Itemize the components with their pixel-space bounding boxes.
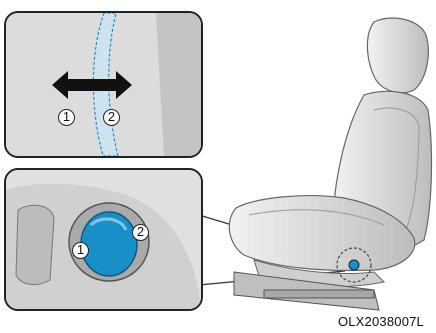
arrow-right-icon <box>92 71 134 104</box>
badge-1: 1 <box>72 242 89 259</box>
highlight-circle <box>336 247 372 283</box>
badge-2: 2 <box>103 109 120 126</box>
seat-side-panel <box>6 170 201 309</box>
lumbar-zoom-top: 1 2 <box>4 11 203 158</box>
lumbar-knob <box>348 259 360 271</box>
badge-1: 1 <box>58 109 75 126</box>
figure-code: OLX2038007L <box>337 314 424 329</box>
lumbar-knob-zoom <box>80 211 138 277</box>
seat-illustration <box>228 17 433 311</box>
badge-2: 2 <box>132 224 149 241</box>
arrow-left-icon <box>52 71 94 104</box>
lumbar-zoom-bottom: 1 2 <box>4 168 203 311</box>
